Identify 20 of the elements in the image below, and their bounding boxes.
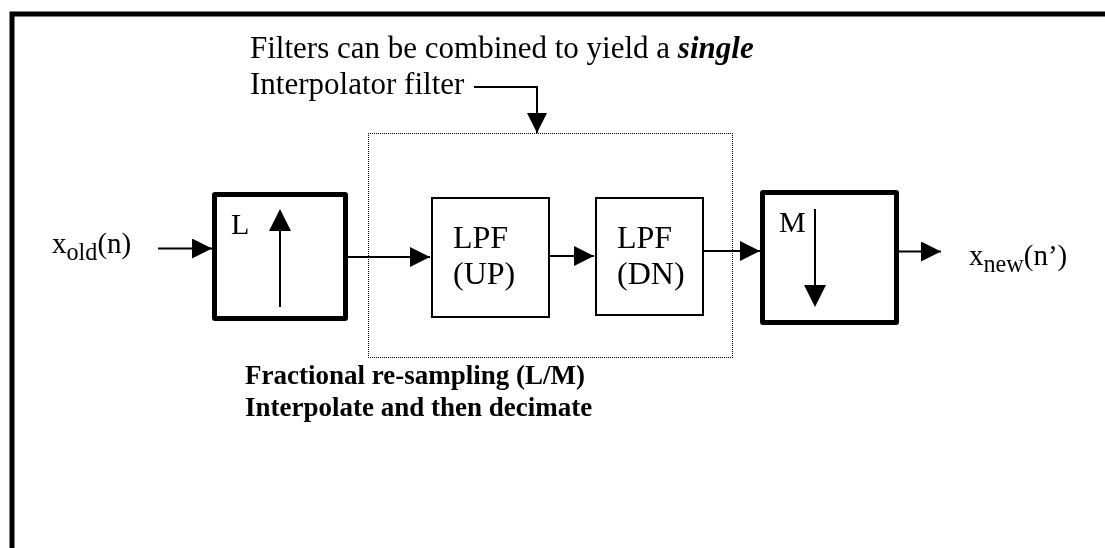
block-label: M (779, 205, 806, 239)
block-label: LPF (UP) (453, 219, 517, 291)
leader-arrow (473, 86, 547, 134)
block-box (212, 192, 348, 321)
signal-label: x$_{new}$(n’) (969, 238, 1068, 279)
note-text: Filters can be combined to yield a single Interpolator filter (250, 30, 755, 102)
arrow (898, 241, 942, 262)
arrow (157, 238, 213, 259)
arrow (347, 247, 431, 267)
caption-text: Interpolate and then decimate (245, 392, 593, 423)
block-box (760, 190, 899, 325)
caption-text: Fractional re-sampling (L/M) (245, 360, 585, 391)
block-label: L (231, 207, 250, 241)
filter-box (595, 197, 704, 316)
filter-box (431, 197, 550, 318)
arrow (702, 241, 761, 261)
group-box (368, 133, 733, 358)
signal-label: x$_{old}$(n) (52, 226, 132, 267)
arrow (548, 246, 595, 266)
block-label: LPF (DN) (617, 219, 686, 291)
